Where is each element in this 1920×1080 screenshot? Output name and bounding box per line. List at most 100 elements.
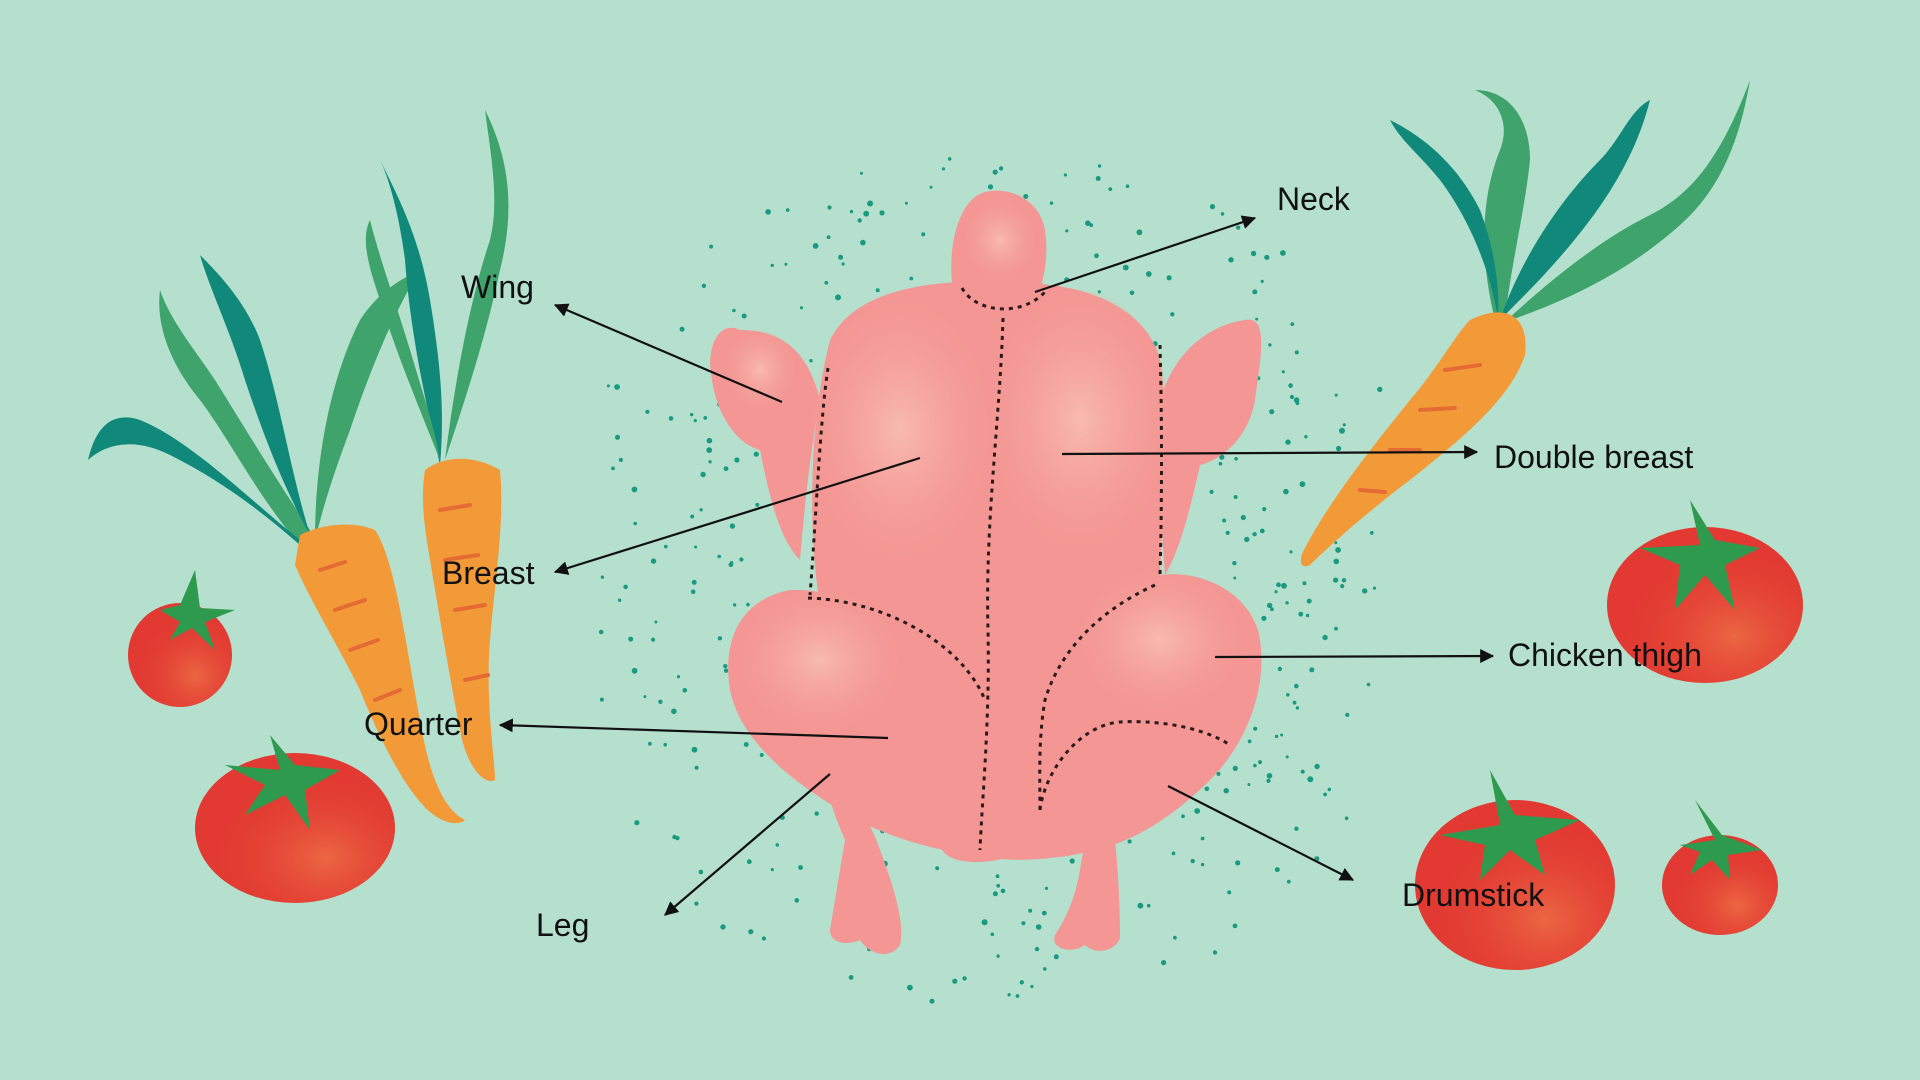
- speckle-dot: [1236, 225, 1241, 230]
- speckle-dot: [812, 243, 819, 249]
- speckle-dot: [1377, 386, 1383, 393]
- speckle-dot: [761, 936, 767, 941]
- arrow-neck: [1034, 215, 1257, 294]
- speckle-dot: [717, 554, 721, 559]
- speckle-dot: [1253, 726, 1258, 731]
- speckle-dot: [1021, 921, 1026, 926]
- arrow-double-breast: [1061, 445, 1479, 460]
- speckle-dot: [1209, 489, 1214, 494]
- speckle-dot: [929, 998, 935, 1004]
- speckle-dot: [1223, 788, 1229, 794]
- speckle-dot: [826, 235, 831, 240]
- speckle-dot: [1097, 290, 1101, 294]
- speckle-dot: [1290, 322, 1295, 326]
- speckle-dot: [631, 486, 638, 493]
- speckle-dot: [1281, 370, 1285, 374]
- speckle-dot: [1266, 773, 1273, 779]
- speckle-dot: [1322, 634, 1328, 641]
- speckle-dot: [990, 932, 995, 937]
- speckle-dot: [962, 976, 967, 981]
- speckle-dot: [1307, 776, 1314, 783]
- speckle-dot: [743, 742, 749, 747]
- speckle-dot: [935, 866, 940, 871]
- speckle-dot: [1264, 254, 1270, 260]
- left-leg: [828, 770, 902, 955]
- speckle-dot: [1200, 836, 1205, 841]
- speckle-dot: [1369, 531, 1374, 535]
- speckle-dot: [1285, 755, 1289, 759]
- speckle-dot: [857, 218, 862, 223]
- speckle-dot: [1302, 581, 1307, 586]
- speckle-dot: [1240, 514, 1246, 521]
- speckle-dot: [668, 416, 674, 421]
- speckle-dot: [709, 244, 714, 249]
- speckle-dot: [867, 200, 874, 207]
- speckle-dot: [1065, 229, 1069, 233]
- speckle-dot: [1007, 993, 1011, 997]
- speckle-dot: [691, 579, 697, 585]
- speckle-dot: [1300, 769, 1305, 774]
- speckle-dot: [1204, 786, 1210, 792]
- speckle-dot: [1298, 611, 1304, 617]
- speckle-dot: [1129, 290, 1135, 296]
- speckle-dot: [860, 171, 863, 175]
- speckle-dot: [1299, 481, 1306, 488]
- speckle-dot: [1262, 507, 1267, 512]
- speckle-dot: [717, 636, 723, 641]
- speckle-dot: [701, 283, 707, 288]
- speckle-dot: [1085, 220, 1091, 226]
- speckle-dot: [1200, 862, 1205, 867]
- speckle-dot: [650, 558, 657, 564]
- speckle-dot: [671, 708, 677, 715]
- speckle-dot: [1283, 488, 1289, 495]
- speckle-dot: [1333, 558, 1340, 565]
- speckle-dot: [1049, 201, 1054, 205]
- speckle-dot: [600, 575, 605, 579]
- speckle-dot: [848, 975, 854, 980]
- speckle-dot: [1053, 954, 1059, 960]
- speckle-dot: [1170, 312, 1175, 317]
- speckle-dot: [1288, 383, 1293, 388]
- speckle-dot: [1094, 253, 1099, 259]
- speckle-dot: [947, 157, 952, 161]
- speckle-dot: [838, 254, 844, 260]
- arrow-quarter: [498, 718, 889, 740]
- speckle-dot: [1266, 778, 1271, 784]
- speckle-dot: [981, 919, 988, 926]
- speckle-dot: [708, 460, 712, 464]
- speckle-dot: [904, 201, 908, 205]
- tomato-icon: [195, 735, 395, 903]
- speckle-dot: [1043, 967, 1047, 971]
- speckle-dot: [1028, 908, 1033, 913]
- speckle-dot: [720, 924, 726, 930]
- speckle-dot: [1269, 409, 1275, 415]
- speckle-dot: [1327, 787, 1332, 792]
- speckle-dot: [1334, 393, 1338, 397]
- chicken-illustration: [710, 190, 1262, 955]
- speckle-dot: [863, 210, 870, 217]
- speckle-dot: [1171, 851, 1176, 856]
- speckle-dot: [921, 232, 926, 237]
- arrow-leg: [664, 773, 831, 916]
- tomato-icon: [128, 570, 235, 707]
- speckle-dot: [1306, 598, 1312, 604]
- speckle-dot: [835, 294, 841, 301]
- speckle-dot: [741, 313, 747, 319]
- tomato-icon: [1607, 500, 1803, 683]
- speckle-dot: [675, 835, 680, 841]
- speckle-dot: [1334, 541, 1338, 545]
- speckle-dot: [1232, 765, 1238, 772]
- speckle-dot: [693, 419, 697, 423]
- speckle-dot: [623, 584, 628, 590]
- speckle-dot: [1030, 984, 1034, 989]
- speckle-dot: [690, 412, 694, 417]
- speckle-dot: [1127, 839, 1132, 844]
- speckle-dot: [1247, 739, 1252, 744]
- speckle-dot: [1244, 536, 1250, 543]
- speckle-dot: [1339, 427, 1345, 434]
- speckle-dot: [663, 742, 667, 747]
- speckle-dot: [1194, 808, 1201, 814]
- label-wing: Wing: [461, 269, 534, 305]
- speckle-dot: [615, 434, 620, 440]
- speckle-dot: [1333, 577, 1339, 583]
